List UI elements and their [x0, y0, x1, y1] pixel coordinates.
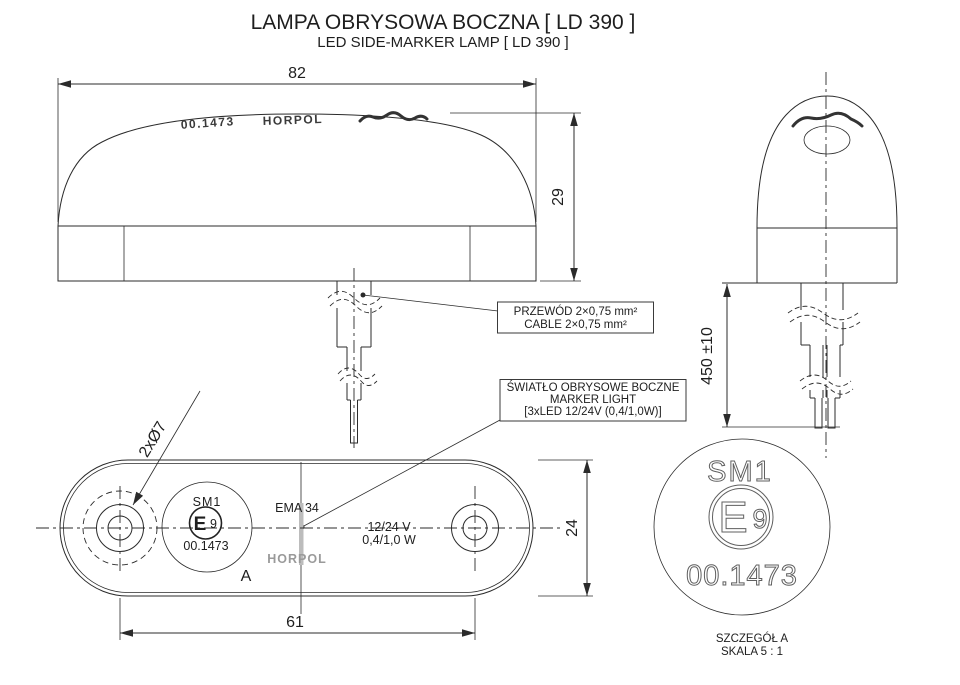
marker-light-callout: ŚWIATŁO OBRYSOWE BOCZNE MARKER LIGHT [3x…	[299, 379, 687, 530]
detail-e-number: 9	[752, 504, 767, 534]
front-view: 00.1473 HORPOL	[57, 111, 537, 282]
drawing-title: LAMPA OBRYSOWA BOCZNA [ LD 390 ] LED SID…	[251, 11, 636, 51]
cable-wires	[809, 345, 841, 398]
base-outline	[57, 225, 537, 282]
dim-29-value: 29	[550, 188, 567, 206]
detail-a-view: SM1 E 9 00.1473 SZCZEGÓŁ A SKALA 5 : 1	[653, 438, 831, 658]
dimension-61: 61	[119, 598, 476, 640]
break-line	[789, 314, 861, 330]
break-line	[337, 367, 376, 379]
break-line	[787, 305, 859, 321]
front-cable	[327, 268, 499, 448]
lens-dome-outline	[57, 113, 537, 227]
cable-callout: PRZEWÓD 2×0,75 mm² CABLE 2×0,75 mm²	[497, 301, 654, 334]
approval-number-text: 00.1473	[183, 539, 228, 553]
e-mark-number: 9	[210, 517, 217, 531]
dim-82-value: 82	[288, 65, 306, 82]
break-line	[801, 382, 854, 395]
dim-450-value: 450 ±10	[699, 327, 716, 385]
detail-e-circle-outer	[708, 484, 774, 550]
break-line	[327, 290, 381, 306]
detail-caption-line1: SZCZEGÓŁ A	[716, 632, 789, 645]
brand-embossed-text: HORPOL	[262, 112, 323, 128]
detail-e-letter: E	[718, 493, 747, 542]
voltage-text: 12/24 V	[367, 520, 411, 534]
lens-feature-ellipse	[803, 125, 851, 155]
left-hole-boss-dashed	[82, 490, 158, 566]
dimension-82: 82	[57, 65, 537, 222]
mold-code-text: 00.1473	[180, 114, 235, 132]
leader-line	[301, 419, 501, 528]
type-code-text: SM1	[193, 495, 222, 509]
callout-frame	[497, 301, 654, 334]
callout-mounting-holes: 2xØ7	[132, 390, 201, 506]
detail-e-circle-inner	[712, 488, 770, 546]
ema-text: EMA 34	[275, 501, 319, 515]
marker-callout-line2: MARKER LIGHT	[550, 394, 636, 406]
title-sub: LED SIDE-MARKER LAMP [ LD 390 ]	[317, 34, 568, 51]
base-outline	[722, 227, 898, 284]
arrowhead	[58, 80, 71, 88]
power-text: 0,4/1,0 W	[362, 533, 416, 547]
bottom-view: SM1 E 9 00.1473 A EMA 34 12/24 V 0,4/1,0…	[36, 459, 560, 614]
left-hole-outer	[96, 504, 144, 552]
cable-callout-line2: CABLE 2×0,75 mm²	[524, 319, 627, 331]
dimension-450: 450 ±10	[699, 284, 840, 428]
marker-callout-line3: [3xLED 12/24V (0,4/1,0W)]	[524, 406, 661, 418]
arrowhead	[723, 414, 731, 427]
dimension-24: 24	[538, 459, 593, 597]
arrowhead	[570, 113, 578, 126]
arrowhead	[723, 284, 731, 297]
wire-ends	[810, 397, 840, 429]
cable-sheath	[346, 347, 362, 401]
leader-line	[362, 294, 499, 312]
cable-gland	[336, 281, 372, 348]
arrowhead	[462, 629, 475, 637]
arrowhead	[120, 629, 133, 637]
dome-outline	[756, 95, 898, 229]
right-hole-outer	[451, 504, 499, 552]
cable-gland	[800, 283, 844, 346]
detail-caption-line2: SKALA 5 : 1	[721, 646, 783, 658]
marker-callout-line1: ŚWIATŁO OBRYSOWE BOCZNE	[507, 381, 680, 394]
brand-gray-text: HORPOL	[267, 552, 326, 566]
embossed-scribble	[791, 111, 864, 128]
detail-letter: A	[241, 568, 252, 585]
break-line	[799, 374, 852, 387]
arrowhead	[133, 491, 144, 505]
title-main: LAMPA OBRYSOWA BOCZNA [ LD 390 ]	[251, 11, 636, 34]
leader-line	[132, 390, 201, 506]
approval-stamp-circle	[161, 481, 253, 573]
dimension-29: 29	[450, 112, 581, 282]
arrowhead	[523, 80, 536, 88]
embossed-scribble	[358, 111, 429, 123]
dim-61-value: 61	[286, 614, 304, 631]
cable-callout-line1: PRZEWÓD 2×0,75 mm²	[514, 305, 638, 318]
arrowhead	[583, 460, 591, 473]
e-mark-circle	[188, 506, 223, 540]
left-hole-inner	[107, 515, 133, 541]
break-line	[329, 298, 383, 314]
break-line	[339, 374, 378, 386]
detail-circle	[653, 438, 831, 616]
holes-value: 2xØ7	[136, 419, 170, 461]
arrowhead	[570, 268, 578, 281]
callout-frame	[499, 379, 687, 422]
e-mark-letter: E	[194, 514, 207, 535]
right-hole-inner	[462, 515, 488, 541]
arrowhead	[583, 583, 591, 596]
cable-wire-end	[350, 400, 358, 444]
detail-type-code: SM1	[707, 456, 773, 488]
side-view	[722, 72, 898, 458]
mold-gate-mark	[299, 503, 304, 565]
detail-approval-number: 00.1473	[686, 560, 798, 592]
dim-24-value: 24	[564, 519, 581, 537]
